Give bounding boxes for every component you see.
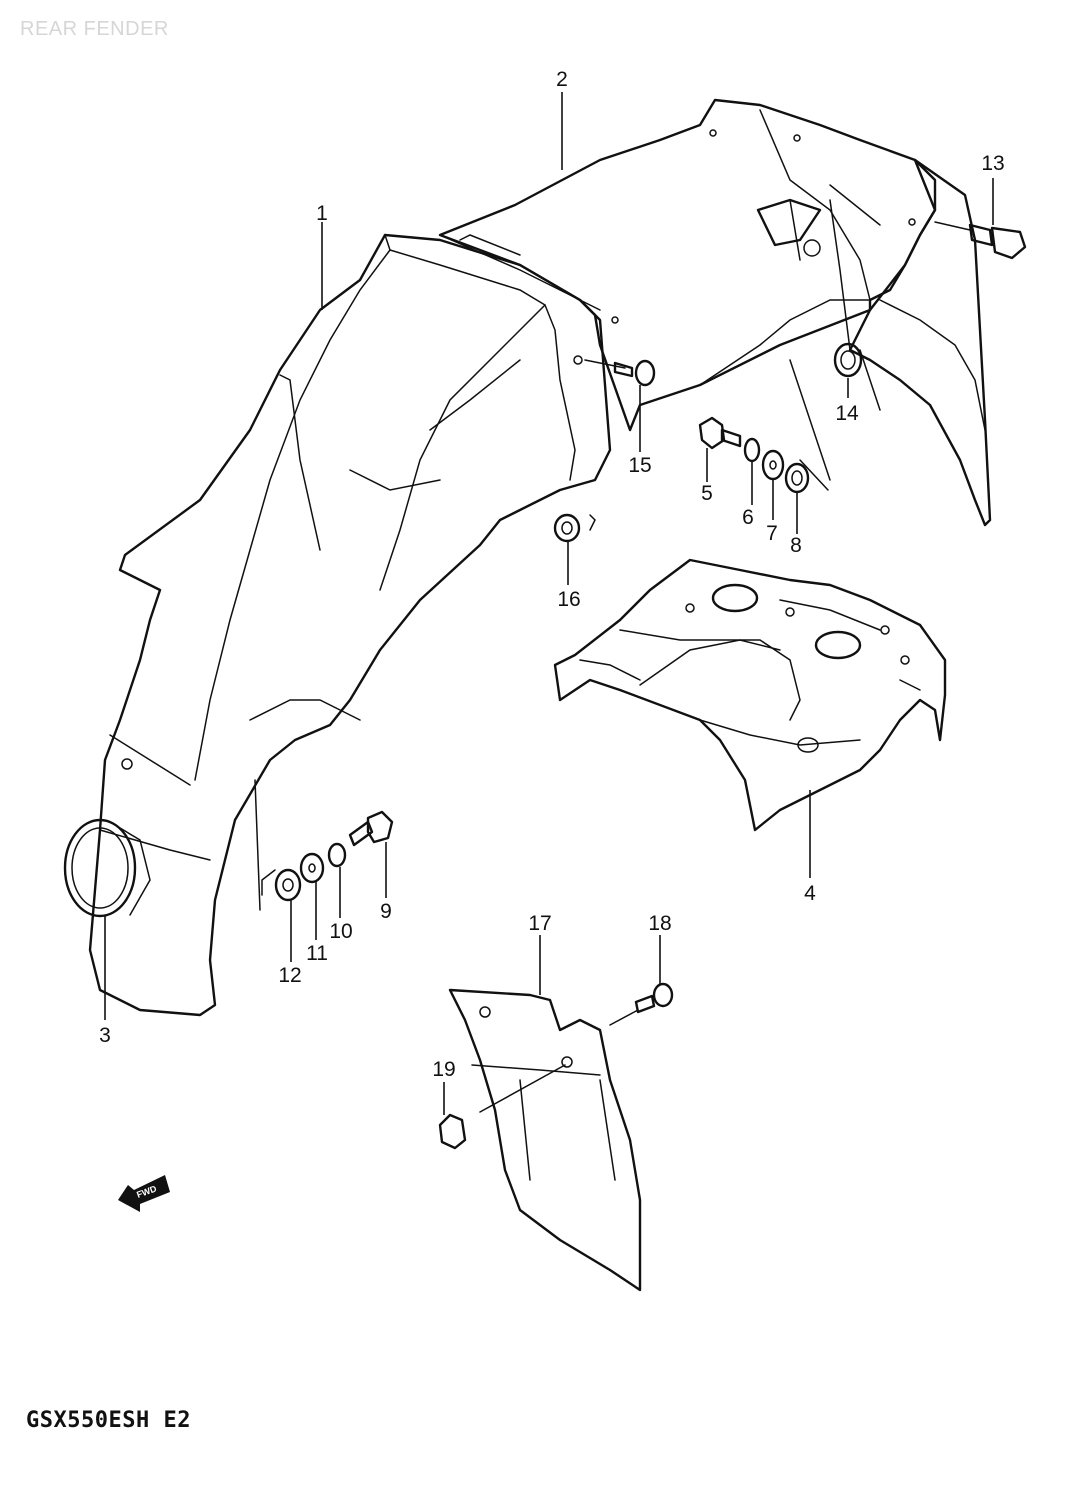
part-12-nut — [261, 868, 302, 902]
fwd-arrow-icon: FWD — [118, 1175, 170, 1212]
label-part-19: 19 — [432, 1058, 455, 1081]
label-part-8: 8 — [790, 534, 802, 557]
part-14-nut — [833, 342, 863, 378]
part-18-screw — [609, 982, 674, 1026]
label-part-6: 6 — [742, 506, 754, 529]
label-part-12: 12 — [278, 964, 301, 987]
part-11-washer — [299, 852, 325, 884]
model-code: GSX550ESH E2 — [26, 1408, 191, 1433]
label-part-4: 4 — [804, 882, 816, 905]
label-part-17: 17 — [528, 912, 551, 935]
part-17-mudflap — [448, 988, 642, 1292]
label-part-15: 15 — [628, 454, 651, 477]
part-9-bolt — [348, 810, 394, 847]
label-part-16: 16 — [557, 588, 580, 611]
diagram-title: REAR FENDER — [20, 18, 169, 40]
label-part-11: 11 — [306, 942, 328, 965]
label-part-13: 13 — [981, 152, 1004, 175]
part-13-bolt — [934, 221, 1027, 260]
label-part-5: 5 — [701, 482, 713, 505]
part-2-upper-rear-fender — [438, 98, 992, 527]
part-labels: 1 2 3 4 5 6 7 8 9 10 11 12 13 14 15 16 1… — [99, 68, 1005, 1081]
part-3-reflector — [63, 818, 151, 918]
label-part-1: 1 — [316, 202, 328, 225]
part-1-rear-fender — [88, 233, 612, 1017]
label-part-7: 7 — [766, 522, 778, 545]
label-part-10: 10 — [329, 920, 352, 943]
part-5-bolt — [698, 416, 742, 450]
part-16-nut — [553, 513, 596, 543]
part-19-nut — [438, 1064, 566, 1150]
part-7-washer — [761, 449, 785, 481]
part-4-bracket — [553, 558, 947, 832]
label-part-2: 2 — [556, 68, 568, 91]
part-6-washer — [743, 437, 761, 463]
part-8-nut — [784, 462, 810, 494]
part-15-screw — [584, 359, 656, 387]
label-part-14: 14 — [835, 402, 859, 425]
label-part-3: 3 — [99, 1024, 111, 1047]
part-10-washer — [327, 842, 347, 868]
label-part-18: 18 — [648, 912, 671, 935]
leader-lines — [104, 92, 994, 1115]
label-part-9: 9 — [380, 900, 392, 923]
